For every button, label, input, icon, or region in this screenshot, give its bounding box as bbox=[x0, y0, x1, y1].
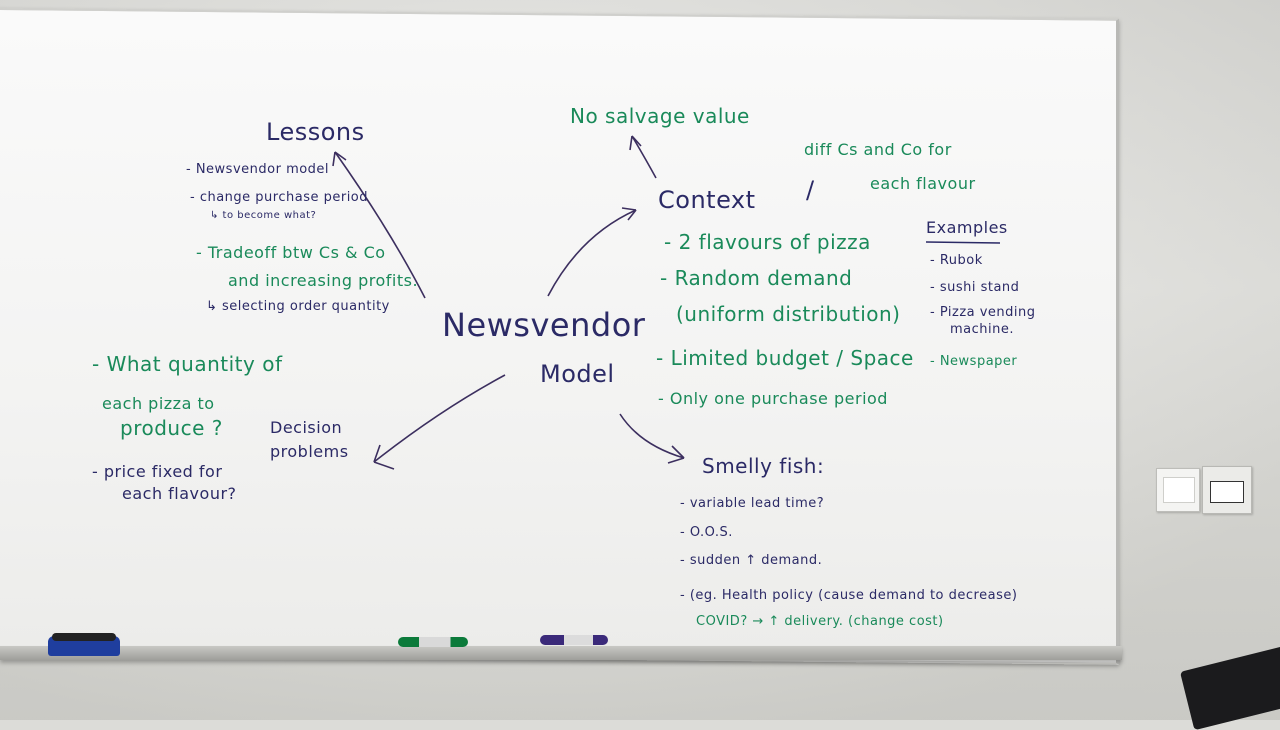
arrow-to-context bbox=[547, 209, 637, 297]
purple-marker[interactable] bbox=[540, 635, 608, 645]
smelly-item: - O.O.S. bbox=[680, 525, 733, 540]
center-subtitle: Model bbox=[540, 360, 615, 388]
smelly-item: COVID? → ↑ delivery. (change cost) bbox=[696, 614, 944, 629]
center-title: Newsvendor bbox=[442, 306, 646, 344]
marker-tray bbox=[0, 646, 1122, 660]
decision-title: problems bbox=[270, 442, 349, 461]
arrowhead-decision bbox=[373, 444, 395, 470]
context-item: - 2 flavours of pizza bbox=[664, 230, 871, 254]
emergency-panel-face bbox=[1210, 481, 1244, 503]
decision-item: - What quantity of bbox=[92, 352, 283, 376]
light-switch[interactable] bbox=[1156, 468, 1200, 512]
lessons-item: ↳ to become what? bbox=[210, 210, 317, 221]
examples-item: machine. bbox=[950, 322, 1014, 337]
examples-item: - sushi stand bbox=[930, 280, 1020, 295]
examples-item: - Rubok bbox=[930, 253, 983, 268]
lessons-item: ↳ selecting order quantity bbox=[206, 299, 390, 314]
arrowhead-lessons bbox=[332, 151, 347, 167]
decision-item: each flavour? bbox=[122, 484, 237, 503]
arrow-to-lessons bbox=[334, 151, 426, 299]
context-item: - Random demand bbox=[660, 266, 853, 290]
arrow-to-salvage bbox=[631, 135, 657, 179]
arrow-to-decision bbox=[373, 374, 506, 463]
diff-divider: / bbox=[806, 176, 815, 204]
context-item: (uniform distribution) bbox=[676, 302, 901, 326]
smelly-title: Smelly fish: bbox=[702, 454, 825, 478]
emergency-release-panel[interactable] bbox=[1202, 466, 1252, 514]
lessons-item: - Tradeoff btw Cs & Co bbox=[196, 243, 386, 262]
diff-note: each flavour bbox=[870, 174, 976, 193]
switch-plate bbox=[1163, 477, 1195, 503]
context-item: - Limited budget / Space bbox=[656, 346, 914, 370]
decision-item: produce ? bbox=[120, 416, 223, 440]
decision-item: each pizza to bbox=[102, 394, 215, 413]
lessons-item: and increasing profits. bbox=[228, 271, 419, 290]
decision-title: Decision bbox=[270, 418, 343, 437]
arrowhead-smelly bbox=[667, 445, 685, 464]
salvage-note: No salvage value bbox=[570, 104, 750, 128]
arrowhead-salvage bbox=[629, 135, 642, 151]
smelly-item: - variable lead time? bbox=[680, 496, 825, 511]
lessons-item: - Newsvendor model bbox=[186, 162, 330, 177]
arrowhead-context bbox=[621, 207, 637, 221]
lessons-title: Lessons bbox=[266, 118, 365, 146]
examples-title: Examples bbox=[926, 218, 1008, 237]
arrow-to-smelly bbox=[619, 413, 685, 459]
decision-item: - price fixed for bbox=[92, 462, 223, 481]
smelly-item: - (eg. Health policy (cause demand to de… bbox=[680, 588, 1018, 603]
examples-underline bbox=[925, 241, 1001, 244]
examples-item: - Newspaper bbox=[930, 354, 1018, 369]
examples-item: - Pizza vending bbox=[930, 305, 1036, 320]
green-marker[interactable] bbox=[398, 637, 468, 647]
diff-note: diff Cs and Co for bbox=[804, 140, 952, 159]
context-item: - Only one purchase period bbox=[658, 389, 888, 408]
lessons-item: - change purchase period bbox=[190, 190, 369, 205]
context-title: Context bbox=[658, 186, 756, 214]
smelly-item: - sudden ↑ demand. bbox=[680, 553, 823, 568]
eraser[interactable] bbox=[48, 633, 120, 656]
